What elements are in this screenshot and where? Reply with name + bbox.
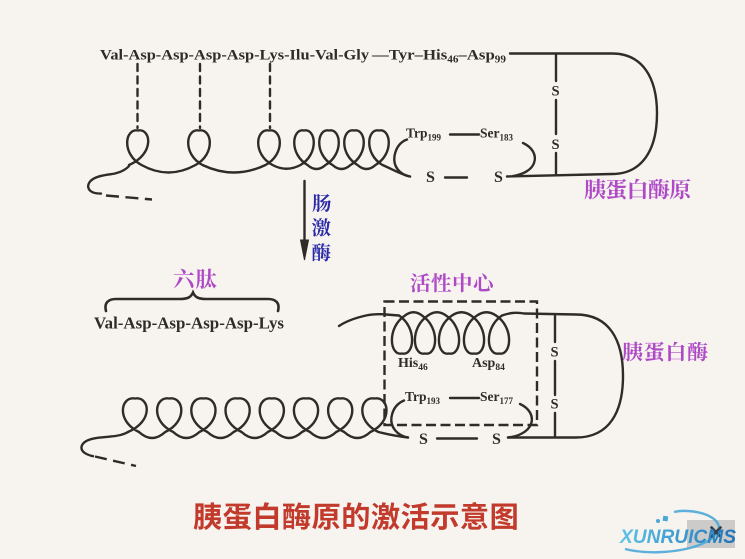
svg-text:Val-Asp-Asp-Asp-Asp-Lys: Val-Asp-Asp-Asp-Asp-Lys	[94, 314, 284, 333]
svg-text:S: S	[494, 169, 503, 186]
svg-text:S: S	[551, 84, 559, 100]
svg-text:His46: His46	[398, 356, 428, 373]
svg-text:Ser183: Ser183	[480, 126, 514, 143]
svg-text:S: S	[550, 345, 558, 361]
svg-text:S: S	[551, 137, 559, 153]
svg-text:S: S	[426, 169, 435, 186]
svg-text:S: S	[550, 397, 558, 413]
svg-text:Ser177: Ser177	[480, 389, 514, 406]
svg-text:S: S	[492, 431, 501, 448]
svg-text:Val-Asp-Asp-Asp-Asp-Lys-Ilu-Va: Val-Asp-Asp-Asp-Asp-Lys-Ilu-Val-Gly	[100, 48, 370, 64]
svg-text:Asp84: Asp84	[472, 356, 505, 373]
svg-text:S: S	[419, 431, 428, 448]
svg-text:XUNRUICMS: XUNRUICMS	[619, 527, 736, 548]
svg-text:Trp199: Trp199	[406, 126, 442, 143]
svg-text:Trp193: Trp193	[405, 389, 441, 406]
